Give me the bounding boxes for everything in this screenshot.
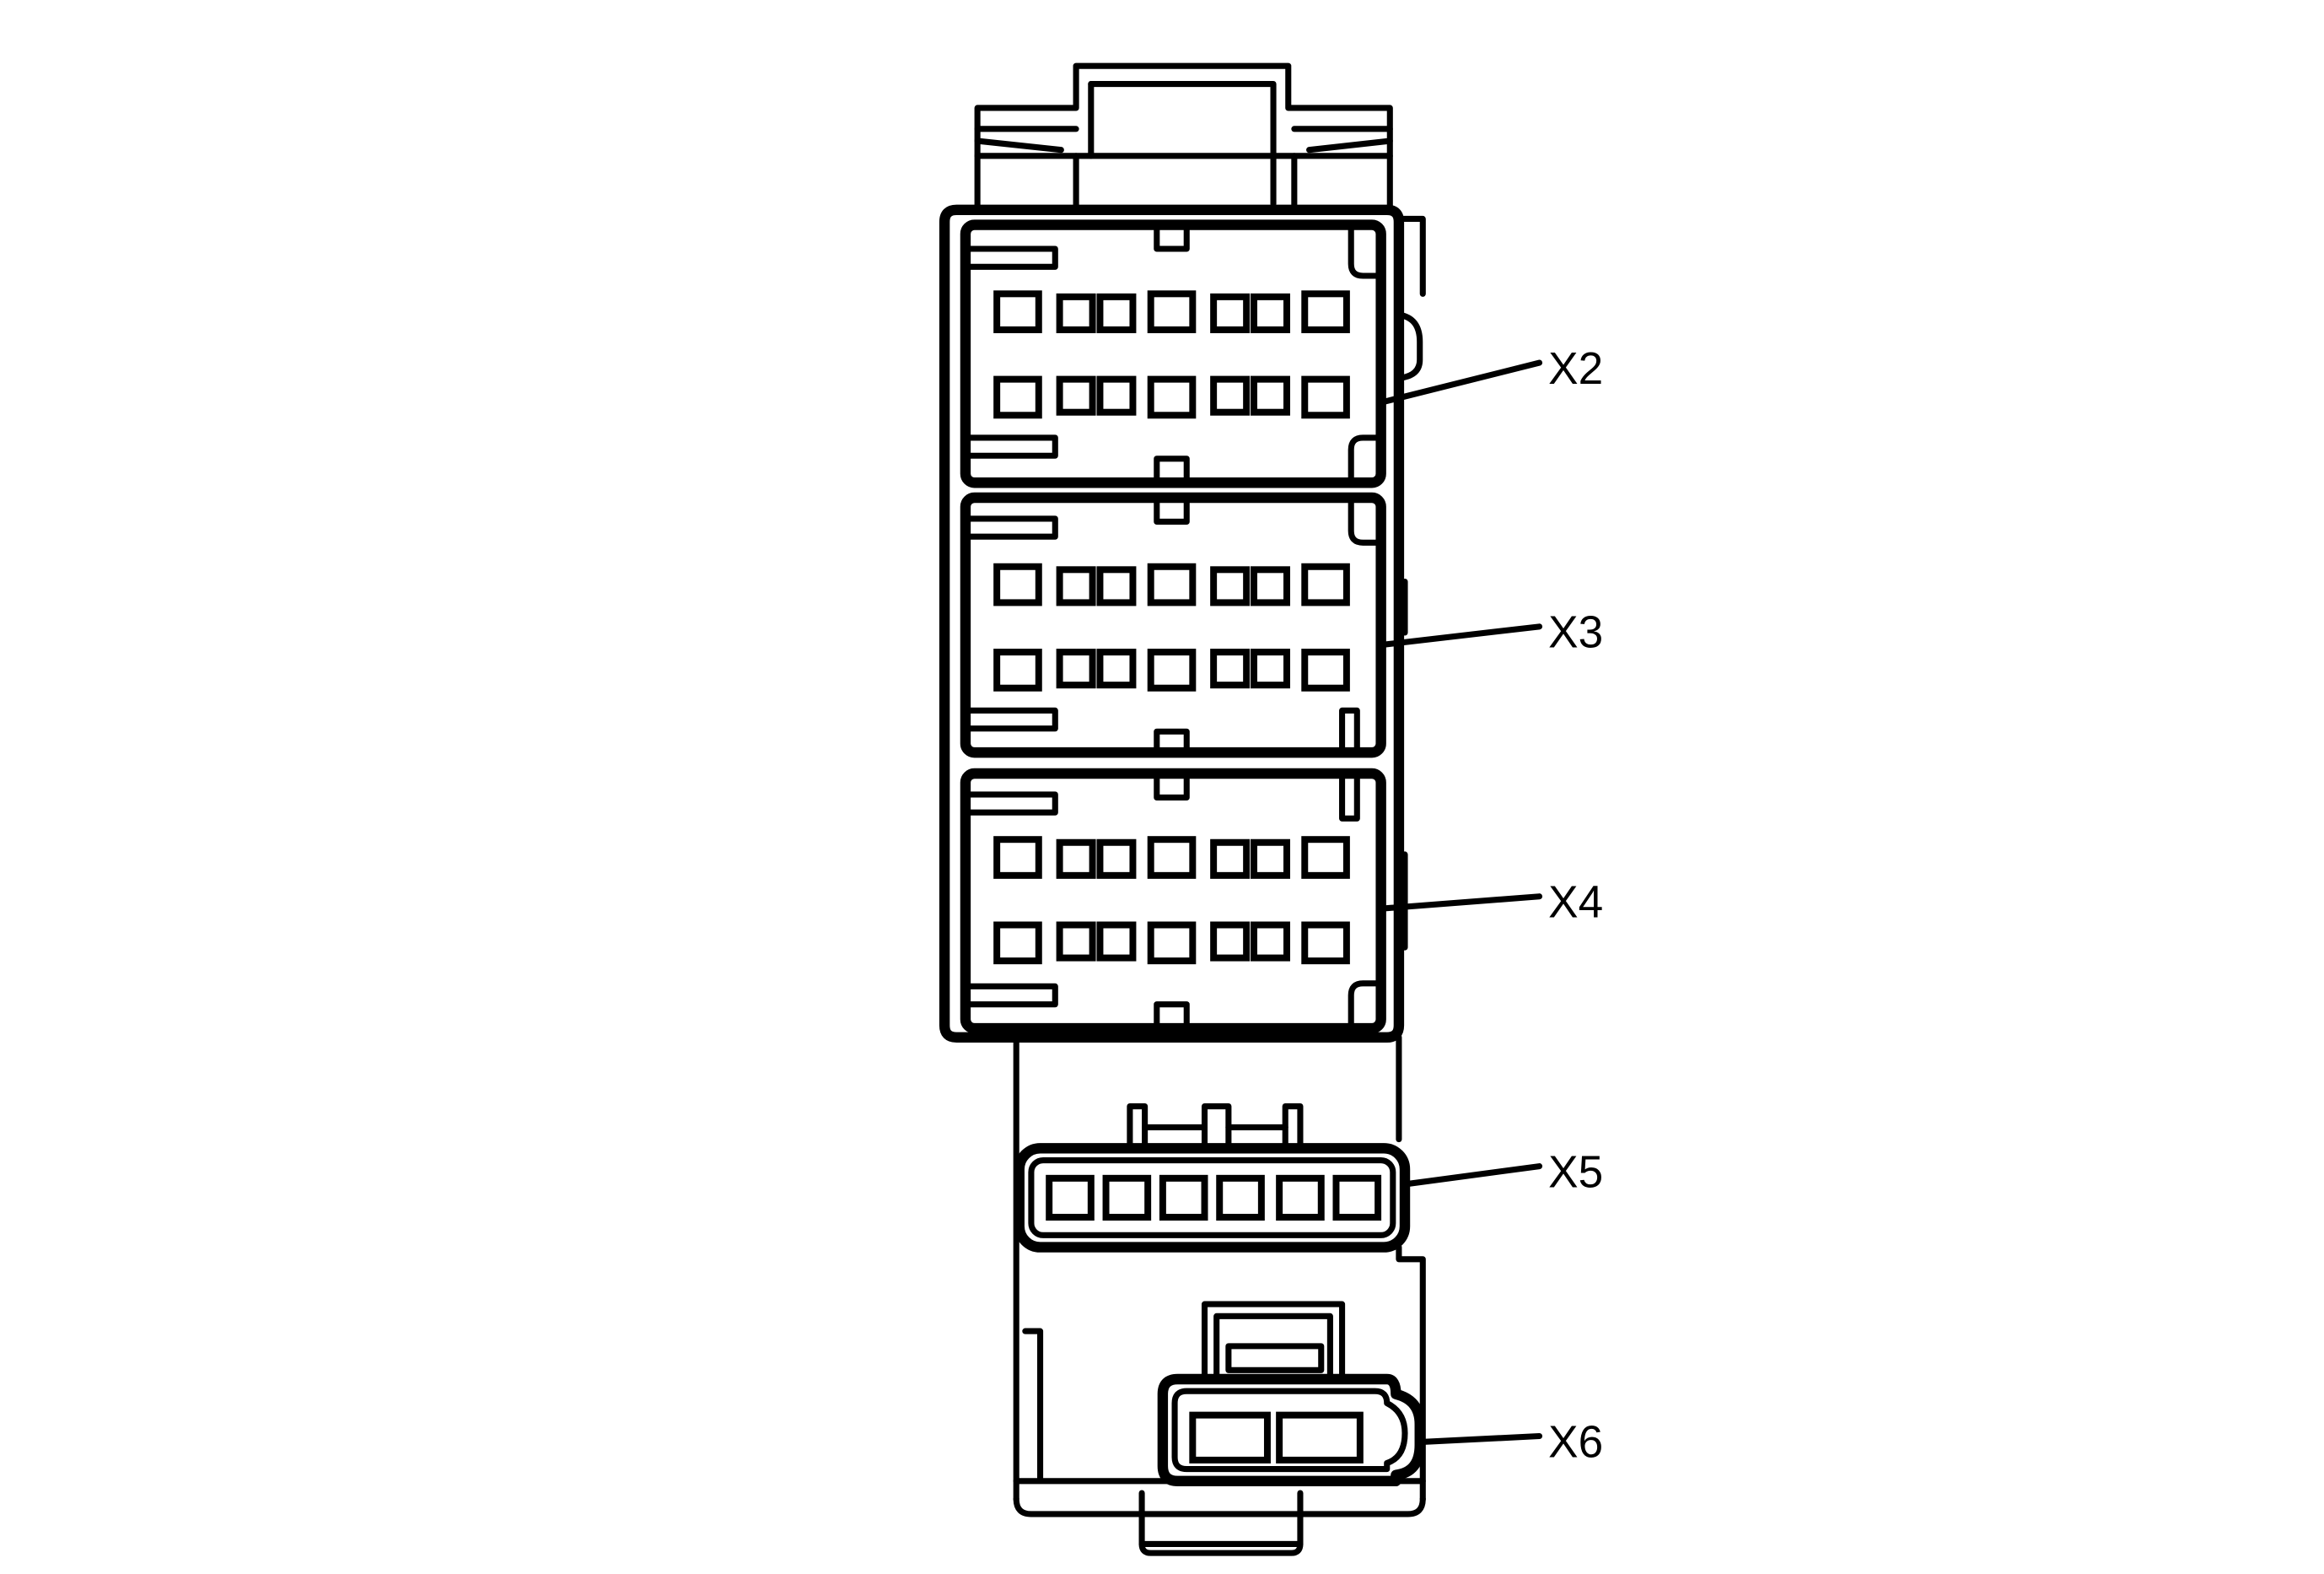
connector-x6 [1157, 1301, 1425, 1487]
connector-x2 [960, 219, 1386, 488]
housing-top [974, 62, 1393, 213]
leader-line-x5 [1401, 1163, 1543, 1188]
label-x5: X5 [1548, 1147, 1603, 1197]
leader-line-x2 [1380, 359, 1543, 405]
connector-labels: X2 X3 X4 X5 X6 [1548, 344, 1603, 1468]
leader-line-x3 [1380, 623, 1543, 648]
connector-x4 [960, 768, 1386, 1034]
housing-body [939, 204, 1426, 1043]
label-x6: X6 [1548, 1417, 1603, 1467]
connector-x3 [960, 492, 1386, 758]
cavity-group [1189, 1411, 1364, 1463]
label-x4: X4 [1548, 878, 1603, 928]
lower-housing [1013, 1034, 1426, 1556]
connector-x5 [1014, 1102, 1411, 1253]
leader-line-x4 [1380, 893, 1543, 912]
cavity-group [993, 290, 1350, 419]
cavity-group [1046, 1174, 1382, 1221]
cavity-group [993, 836, 1350, 965]
leader-lines [1380, 359, 1543, 1446]
leader-line-x6 [1417, 1432, 1543, 1446]
label-x2: X2 [1548, 344, 1603, 394]
cavity-group [993, 563, 1350, 692]
label-x3: X3 [1548, 608, 1603, 658]
